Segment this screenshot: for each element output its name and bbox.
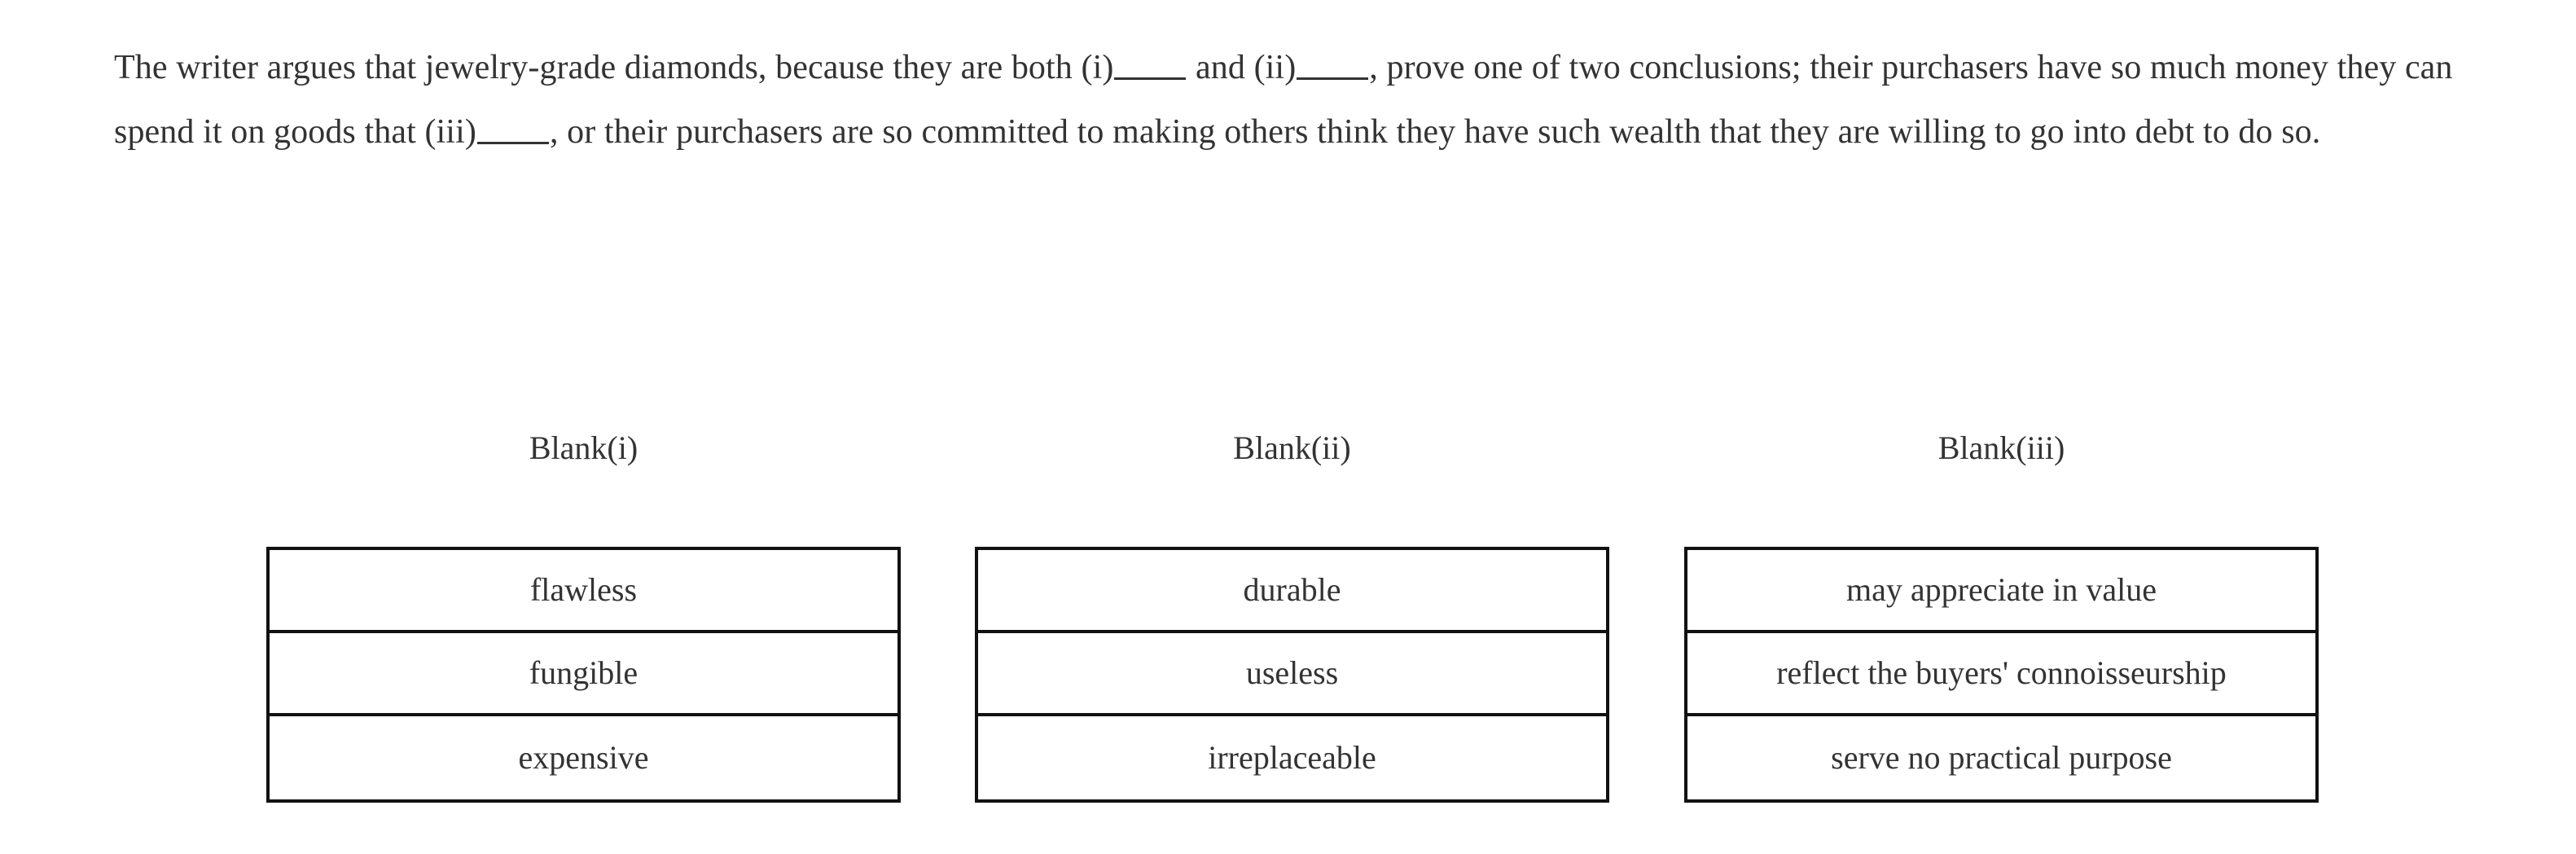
blank-ii-header: Blank(ii) xyxy=(1233,429,1351,466)
blank-iii-header: Blank(iii) xyxy=(1937,429,2065,466)
blank-ii-choice-box: durable useless irreplaceable xyxy=(975,547,1609,803)
blank-i-underline xyxy=(1114,53,1187,80)
passage-segment-4: , or their purchasers are so committed t… xyxy=(549,113,2321,151)
blank-group-ii: Blank(ii) durable useless irreplaceable xyxy=(975,432,1609,803)
blank-ii-choice-3[interactable]: irreplaceable xyxy=(1208,739,1376,776)
blank-iii-underline xyxy=(476,117,549,144)
blank-i-choice-2[interactable]: fungible xyxy=(270,633,897,716)
answer-choices-area: Blank(i) flawless fungible expensive Bla… xyxy=(0,432,2576,823)
blank-i-choice-1[interactable]: flawless xyxy=(270,550,897,633)
question-passage: The writer argues that jewelry-grade dia… xyxy=(114,36,2484,165)
blank-i-choice-3[interactable]: expensive xyxy=(518,739,649,776)
blank-group-iii: Blank(iii) may appreciate in value refle… xyxy=(1684,432,2319,803)
blank-iii-choice-2[interactable]: reflect the buyers' connoisseurship xyxy=(1687,633,2315,716)
blank-group-i: Blank(i) flawless fungible expensive xyxy=(266,432,901,803)
passage-segment-1: The writer argues that jewelry-grade dia… xyxy=(114,49,1114,86)
blank-iii-choice-1[interactable]: may appreciate in value xyxy=(1687,550,2315,633)
blank-ii-choice-1[interactable]: durable xyxy=(978,550,1606,633)
blank-iii-choice-3[interactable]: serve no practical purpose xyxy=(1831,739,2172,776)
blank-ii-underline xyxy=(1297,53,1369,80)
blank-ii-choice-2[interactable]: useless xyxy=(978,633,1606,716)
blank-i-choice-box: flawless fungible expensive xyxy=(266,547,901,803)
blank-i-header: Blank(i) xyxy=(529,429,639,466)
passage-segment-3: , prove one of two conclusions; their pu… xyxy=(114,49,2453,151)
passage-segment-2: and (ii) xyxy=(1187,49,1297,86)
blank-iii-choice-box: may appreciate in value reflect the buye… xyxy=(1684,547,2319,803)
